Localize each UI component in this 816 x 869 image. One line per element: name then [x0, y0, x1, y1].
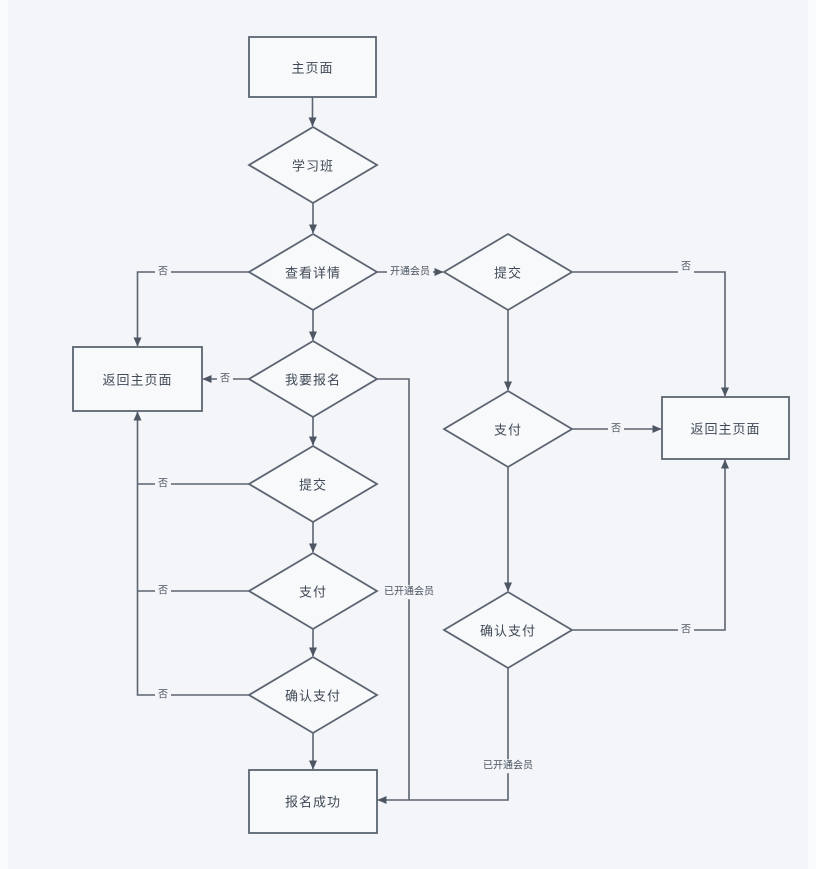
edge-submit-right-no: [572, 271, 729, 397]
edge-confirmpay-right-alreadymember: [377, 668, 509, 804]
node-submit-left[interactable]: [247, 444, 379, 524]
node-want-register[interactable]: [247, 339, 379, 419]
edge-viewdetails-no: [133, 271, 249, 347]
node-submit-right[interactable]: [442, 232, 574, 312]
node-register-success[interactable]: [248, 769, 378, 834]
edge-confirmpay-left-no: [133, 411, 249, 696]
node-main-page[interactable]: [248, 36, 377, 98]
node-confirm-pay-left[interactable]: [247, 655, 379, 735]
canvas-right-margin: [808, 0, 816, 869]
node-return-home-right[interactable]: [661, 396, 790, 460]
node-pay-left[interactable]: [247, 551, 379, 631]
node-view-details[interactable]: [247, 232, 379, 312]
node-pay-right[interactable]: [442, 389, 574, 469]
canvas-left-margin: [0, 0, 8, 869]
edge-confirmpay-right-no: [572, 459, 729, 631]
node-study-class[interactable]: [247, 125, 379, 205]
node-confirm-pay-right[interactable]: [442, 590, 574, 670]
edge-wantregister-alreadymember: [377, 378, 410, 800]
node-return-home-left[interactable]: [72, 346, 203, 412]
